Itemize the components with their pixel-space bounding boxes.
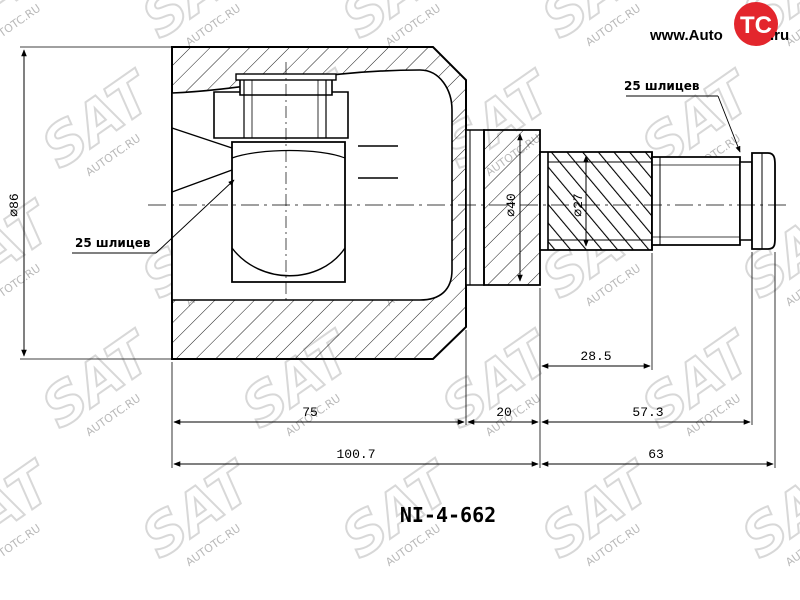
extension-lines [171,252,776,468]
dimension-row-middle: 75 20 57.3 [173,405,751,425]
dimension-diameter-27: ⌀27 [571,155,589,247]
logo-mark: TC [740,12,772,39]
diameter-shaft-label: ⌀27 [571,193,586,216]
dim-75-label: 75 [302,405,318,420]
dimension-diameter-40: ⌀40 [504,133,523,282]
part-number: NI-4-662 [400,503,496,527]
dimension-28-5: 28.5 [541,349,651,369]
callout-splines-right: 25 шлицев [624,79,741,153]
callout-splines-left: 25 шлицев [72,179,235,254]
watermark-sat: SAT [531,0,667,51]
dim-100-7-label: 100.7 [336,447,375,462]
logo-suffix: .ru [770,27,789,44]
diameter-neck-label: ⌀40 [504,193,519,216]
watermark-sat: SAT [131,0,267,51]
logo-prefix: www.Auto [649,27,723,44]
dimension-row-bottom: 100.7 63 [173,447,774,467]
splines-right-label: 25 шлицев [624,79,700,93]
neck [465,129,541,286]
dim-20-label: 20 [496,405,512,420]
logo-circle-icon [734,2,778,46]
dimension-diameter-86: ⌀86 [7,46,172,360]
diameter-body-label: ⌀86 [7,193,22,216]
tripod-assembly [213,62,398,300]
dim-28-5-label: 28.5 [580,349,611,364]
dim-63-label: 63 [648,447,664,462]
dim-57-3-label: 57.3 [632,405,663,420]
autotc-logo: www.Auto TC .ru [649,2,789,46]
watermark-sat: SAT [331,0,467,51]
splines-left-label: 25 шлицев [75,236,151,250]
splined-shaft [539,151,776,251]
